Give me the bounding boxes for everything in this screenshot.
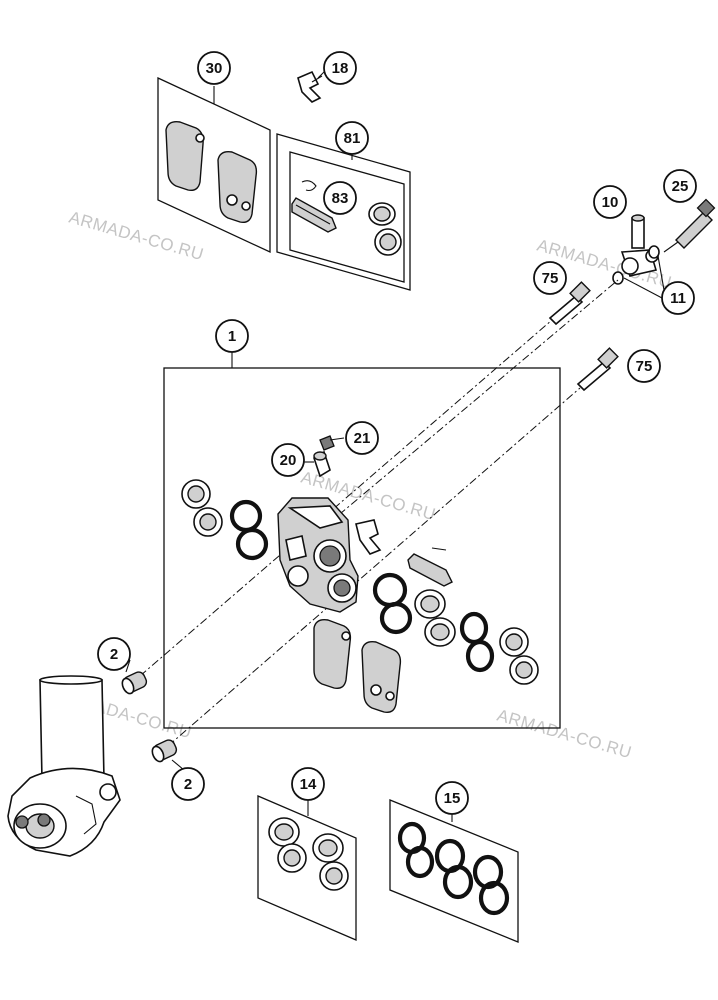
caliper-body <box>277 497 359 613</box>
callout-2-bottom: 2 <box>171 759 205 801</box>
callout-1-label: 1 <box>228 328 236 345</box>
brake-pad-left <box>165 120 204 192</box>
piston-kit-14 <box>257 795 357 941</box>
callout-21-label: 21 <box>354 430 371 447</box>
callout-75-bottom-label: 75 <box>636 358 653 375</box>
watermark-5: ARMADA-CO.RU <box>495 706 634 763</box>
callout-83: 83 <box>323 181 357 215</box>
pad-spring-inner <box>355 519 382 555</box>
callout-2-bottom-label: 2 <box>184 776 192 793</box>
callout-14-label: 14 <box>300 776 317 793</box>
callout-30: 30 <box>197 51 231 85</box>
callouts: 30 18 81 83 10 25 75 11 <box>97 51 697 815</box>
brake-pad-right <box>217 150 258 224</box>
bleeder-valve <box>304 435 345 478</box>
callout-81: 81 <box>335 121 369 155</box>
fork-leg <box>7 675 121 857</box>
banjo-fitting <box>612 198 716 299</box>
callout-20-label: 20 <box>280 452 297 469</box>
callout-81-label: 81 <box>344 130 361 147</box>
repair-kit-81 <box>276 133 411 291</box>
callout-10: 10 <box>593 185 627 219</box>
callout-2-top: 2 <box>97 637 131 673</box>
callout-11-label: 11 <box>670 290 686 307</box>
brake-pads-inner <box>313 618 402 714</box>
guide-pin-inner <box>407 547 453 587</box>
callout-18-label: 18 <box>332 60 349 77</box>
callout-18: 18 <box>317 51 357 85</box>
pistons-left <box>181 479 269 561</box>
callout-2-top-label: 2 <box>110 646 118 663</box>
bushings-2 <box>121 671 178 763</box>
callout-20: 20 <box>271 443 305 477</box>
caliper-frame-1 <box>163 352 561 729</box>
callout-1: 1 <box>215 319 249 353</box>
callout-21: 21 <box>345 421 379 455</box>
callout-25: 25 <box>663 169 697 203</box>
callout-25-label: 25 <box>672 178 689 195</box>
callout-75-top: 75 <box>533 261 567 295</box>
callout-15: 15 <box>435 781 469 815</box>
callout-75-bottom: 75 <box>627 349 661 383</box>
callout-30-label: 30 <box>206 60 223 77</box>
callout-83-label: 83 <box>332 190 349 207</box>
callout-10-label: 10 <box>602 194 619 211</box>
callout-15-label: 15 <box>444 790 461 807</box>
watermark-1: ARMADA-CO.RU <box>67 208 206 265</box>
mounting-bolts-75 <box>548 281 619 392</box>
pistons-right <box>372 572 539 685</box>
callout-14: 14 <box>291 767 325 801</box>
pad-spring-18 <box>297 70 323 103</box>
assembly-axes <box>139 279 619 747</box>
pad-kit-30 <box>157 76 271 254</box>
seal-kit-15 <box>389 799 519 943</box>
callout-11: 11 <box>661 281 695 315</box>
callout-75-top-label: 75 <box>542 270 559 287</box>
